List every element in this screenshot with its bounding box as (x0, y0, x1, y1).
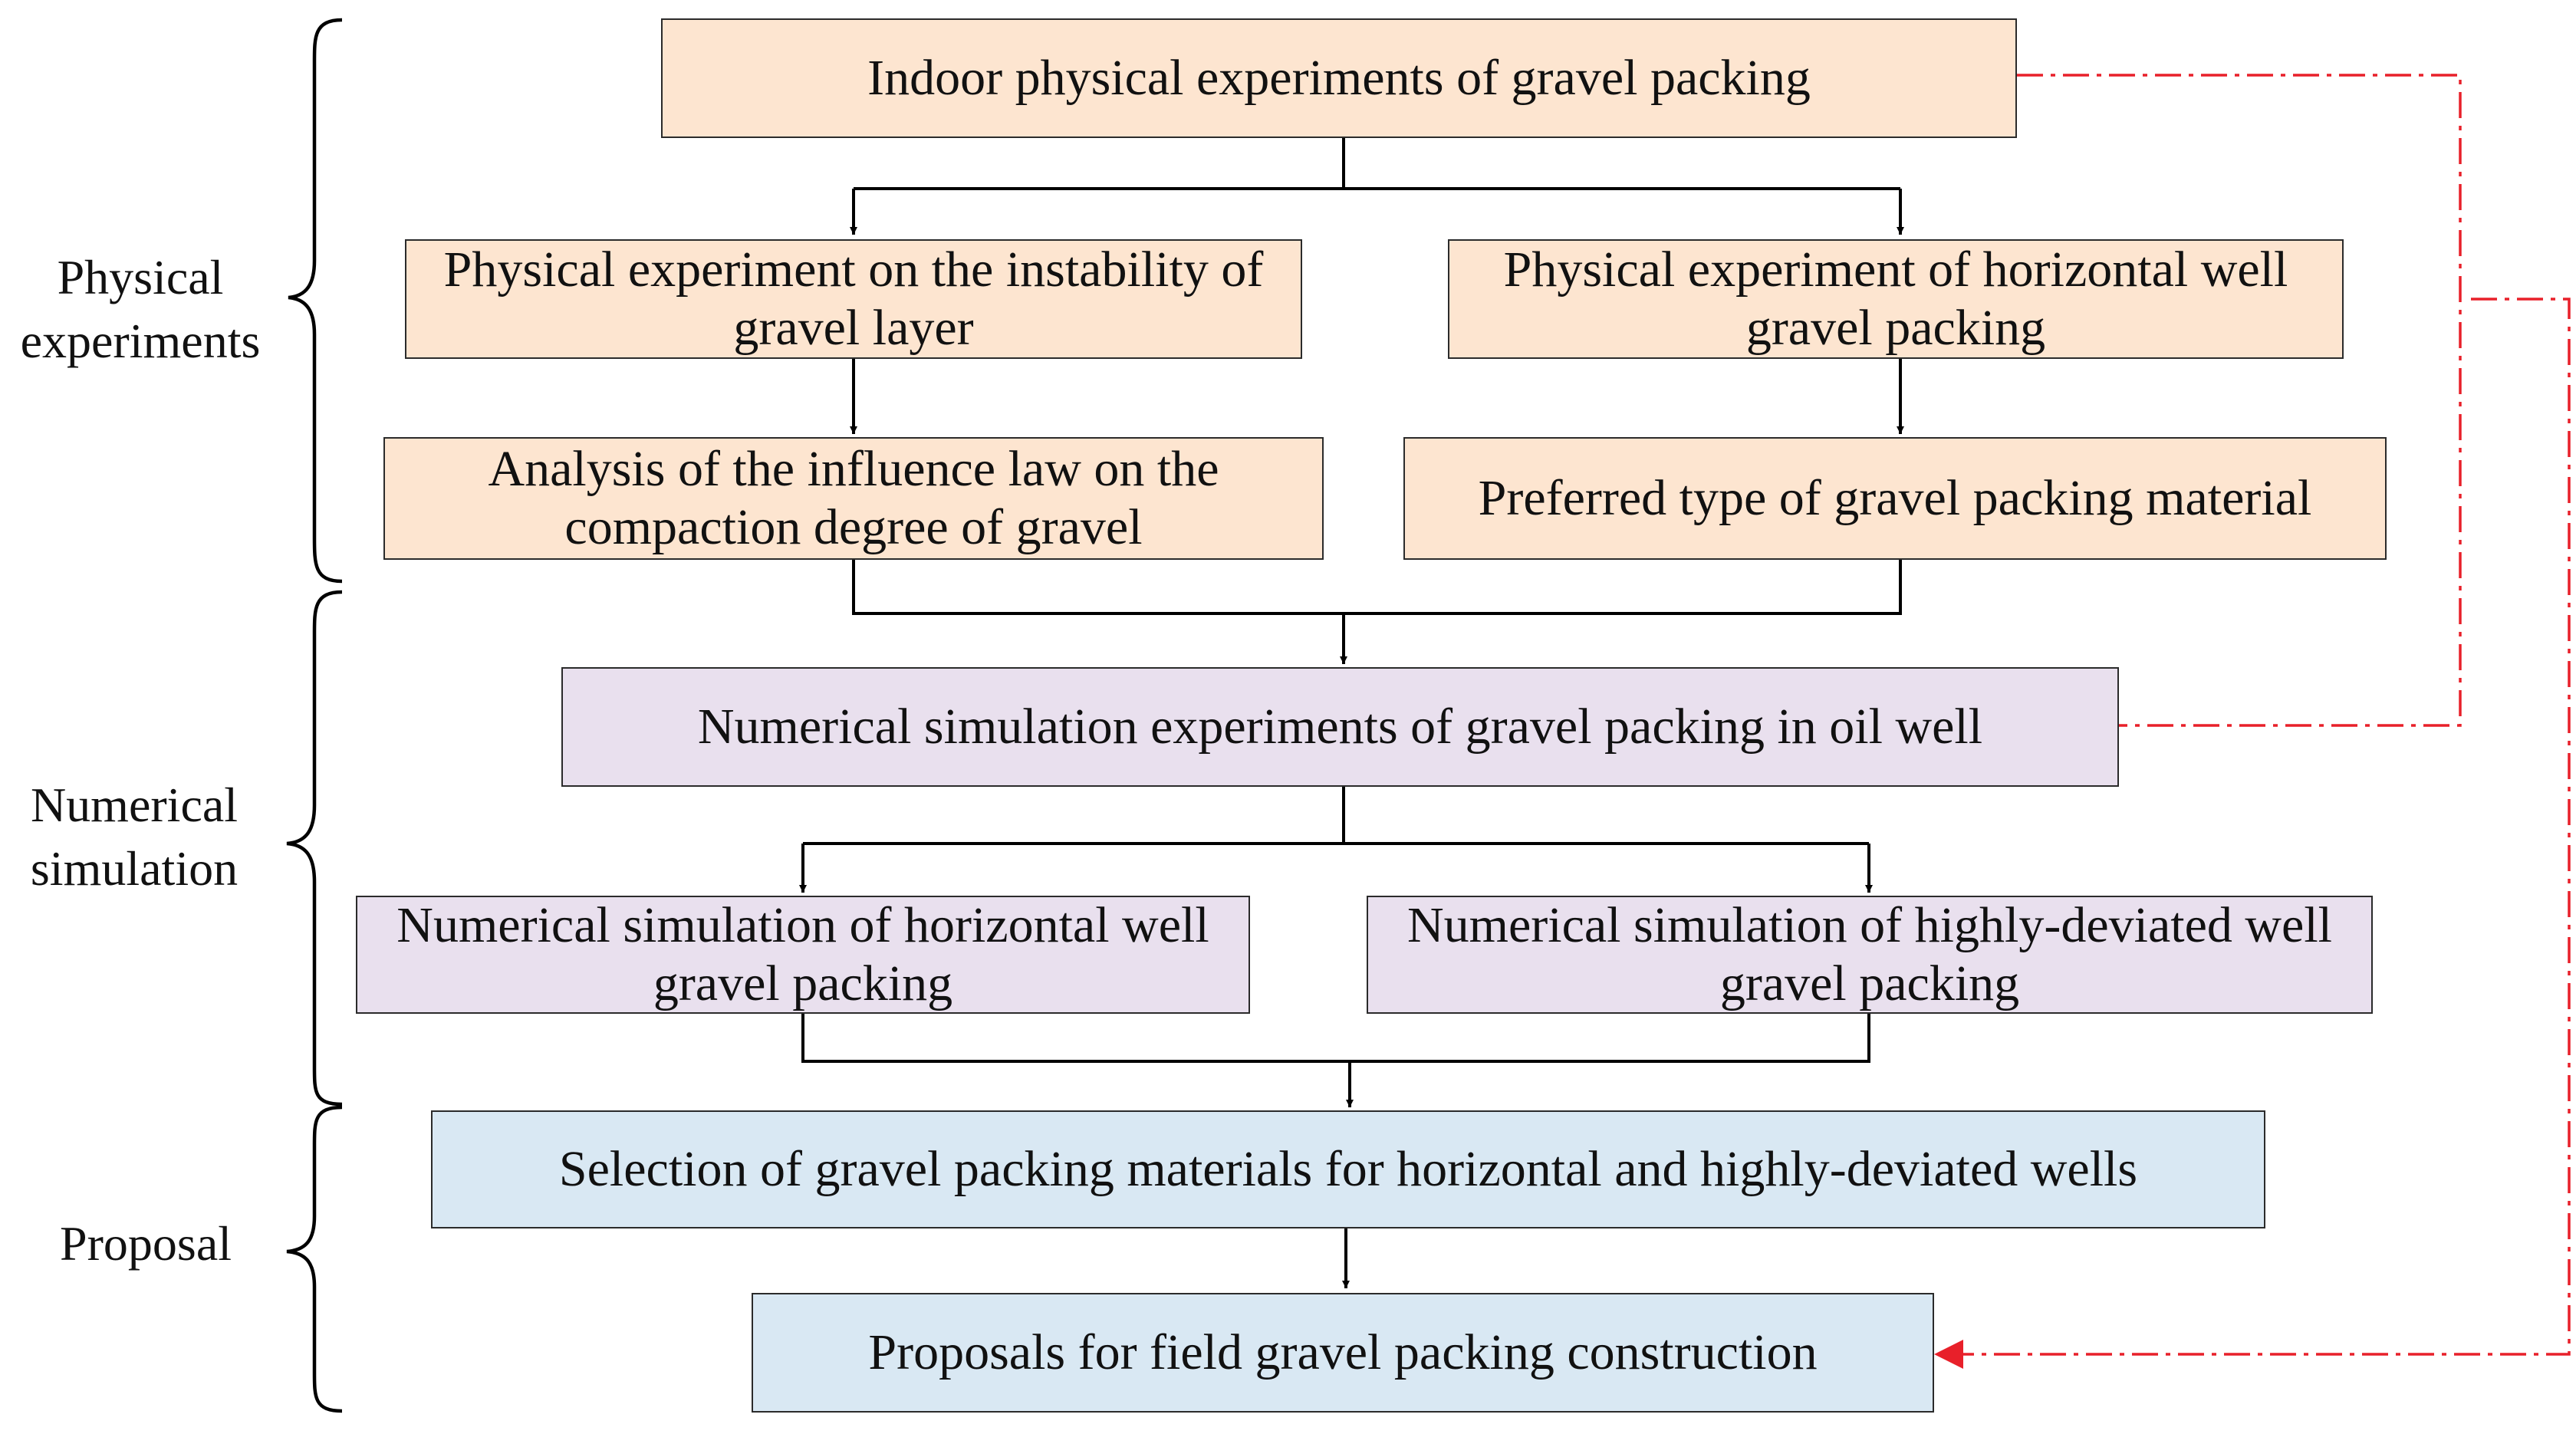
node-numerical-deviated: Numerical simulation of highly-deviated … (1367, 896, 2373, 1014)
section-label-proposal: Proposal (60, 1216, 232, 1271)
node-instability-experiment: Physical experiment on the instability o… (405, 239, 1302, 359)
node-preferred-material: Preferred type of gravel packing materia… (1403, 437, 2387, 560)
node-numerical-horizontal: Numerical simulation of horizontal well … (356, 896, 1250, 1014)
node-numerical-horizontal-text: Numerical simulation of horizontal well … (396, 897, 1209, 1011)
node-material-selection-text: Selection of gravel packing materials fo… (558, 1141, 2138, 1198)
feedback-lines (1956, 74, 2571, 1356)
node-horizontal-experiment: Physical experiment of horizontal well g… (1448, 239, 2344, 359)
node-compaction-analysis: Analysis of the influence law on the com… (383, 437, 1324, 560)
feedback-arrowhead (1934, 1340, 1963, 1369)
node-instability-experiment-text: Physical experiment on the instability o… (443, 242, 1264, 356)
node-field-proposals-text: Proposals for field gravel packing const… (868, 1324, 1818, 1381)
node-field-proposals: Proposals for field gravel packing const… (752, 1293, 1934, 1413)
brace-proposal (286, 1105, 343, 1413)
brace-physical (288, 18, 343, 584)
node-compaction-analysis-text: Analysis of the influence law on the com… (488, 441, 1219, 555)
node-numerical-deviated-text: Numerical simulation of highly-deviated … (1406, 897, 2332, 1011)
section-label-physical: Physical experiments (20, 250, 261, 369)
brace-numerical (286, 590, 343, 1107)
node-numerical-simulation-text: Numerical simulation experiments of grav… (697, 699, 1983, 755)
node-material-selection: Selection of gravel packing materials fo… (431, 1110, 2265, 1228)
node-horizontal-experiment-text: Physical experiment of horizontal well g… (1503, 242, 2288, 356)
node-numerical-simulation: Numerical simulation experiments of grav… (561, 667, 2119, 787)
node-indoor-experiments-text: Indoor physical experiments of gravel pa… (867, 50, 1811, 107)
connectors (799, 138, 1904, 1288)
section-label-numerical: Numerical simulation (30, 778, 239, 896)
node-indoor-experiments: Indoor physical experiments of gravel pa… (661, 18, 2017, 138)
node-preferred-material-text: Preferred type of gravel packing materia… (1478, 470, 2312, 527)
